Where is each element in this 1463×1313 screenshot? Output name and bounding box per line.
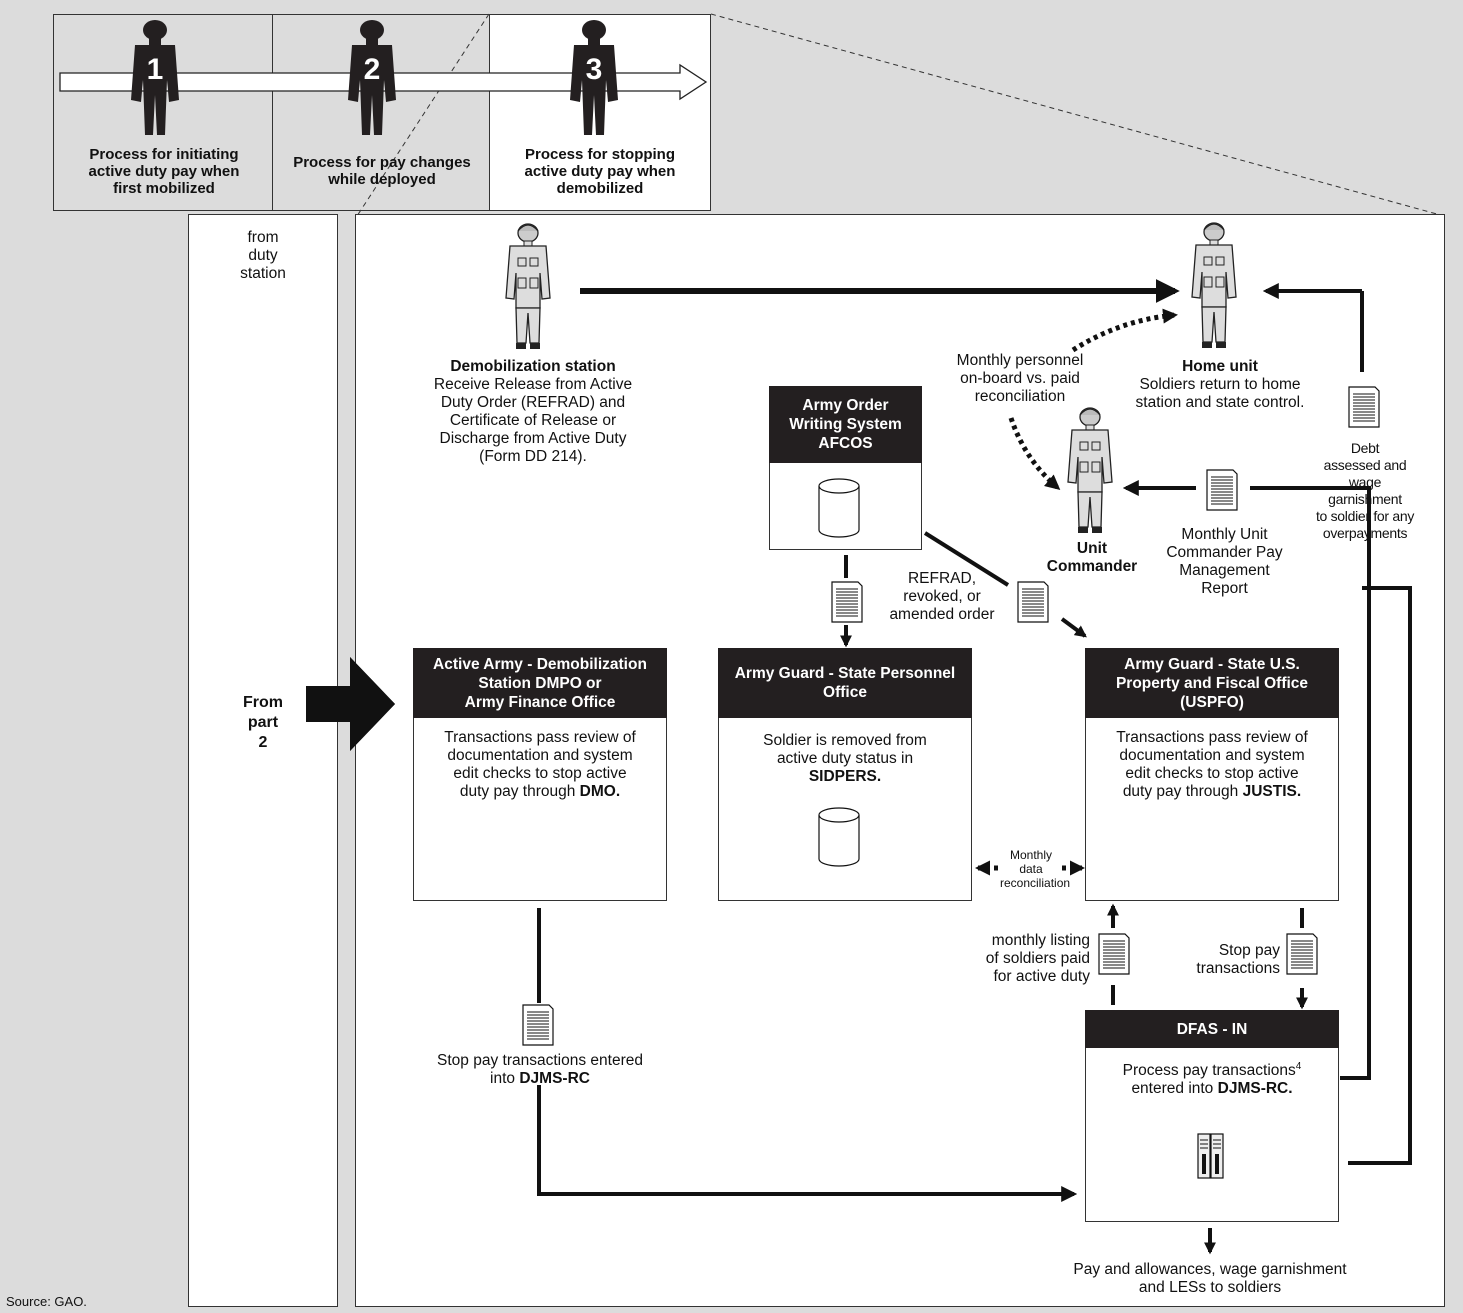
source-note: Source: GAO.	[6, 1294, 87, 1309]
demob-station-text: Demobilization station Receive Release f…	[433, 358, 633, 465]
stop-pay-document-icon	[1286, 933, 1318, 975]
afcos-database-icon	[818, 478, 860, 538]
home-unit-soldier-icon	[1191, 222, 1237, 349]
step-number-1: 1	[146, 53, 164, 86]
stop-pay-left-label: Stop pay transactions entered into DJMS-…	[437, 1052, 643, 1087]
server-icon	[1197, 1133, 1224, 1179]
debt-document-icon	[1348, 386, 1380, 428]
soldier-silhouette-2-icon	[348, 20, 396, 135]
unit-commander-soldier-icon	[1067, 407, 1113, 534]
demob-soldier-icon	[505, 223, 551, 350]
step-number-3: 3	[585, 53, 603, 86]
sidpers-database-icon	[818, 807, 860, 867]
active-army-document-icon	[522, 1004, 554, 1046]
step-number-2: 2	[363, 53, 381, 86]
soldier-silhouette-1-icon	[131, 20, 179, 135]
dfas-header: DFAS - IN	[1085, 1010, 1339, 1048]
soldier-silhouette-3-icon	[570, 20, 618, 135]
refrad-document-icon	[1017, 581, 1049, 623]
uspfo-header: Army Guard - State U.S.Property and Fisc…	[1085, 648, 1339, 718]
left-column-panel	[188, 214, 338, 1307]
afcos-order-document-icon	[831, 581, 863, 623]
monthly-report-document-icon	[1206, 469, 1238, 511]
monthly-listing-document-icon	[1098, 933, 1130, 975]
dfas-body: Process pay transactions4 entered into D…	[1122, 1061, 1302, 1098]
